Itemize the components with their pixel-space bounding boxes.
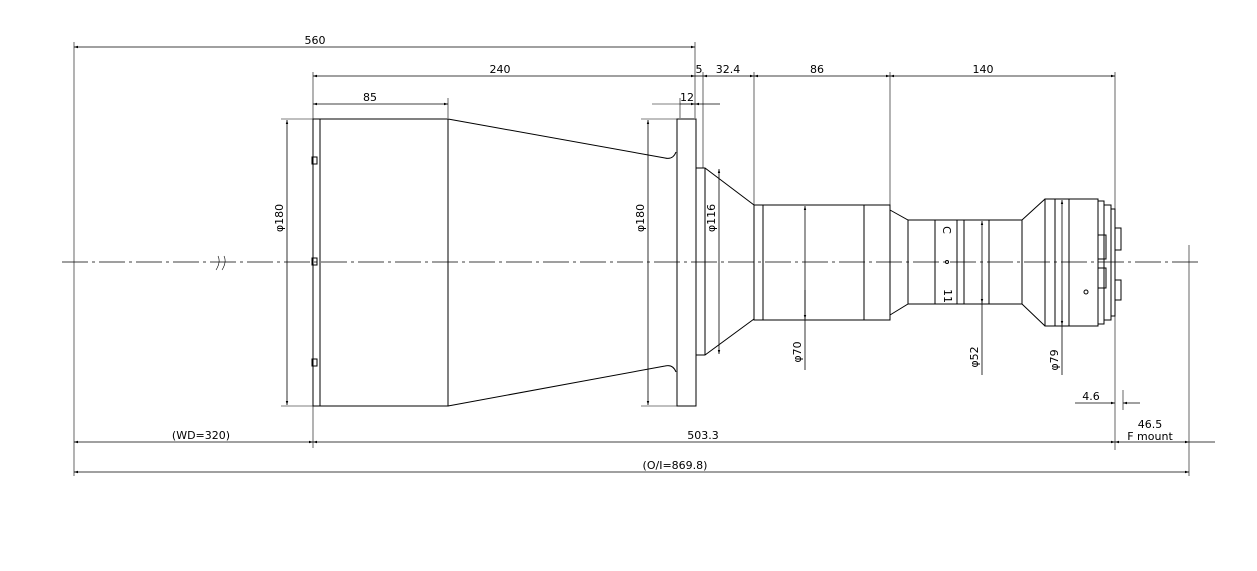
label-neck-length: 32.4 — [716, 63, 741, 76]
front-cone-bottom — [447, 365, 677, 407]
dimension-labels: 560 240 85 12 5 32.4 86 140 φ180 φ180 φ1… — [172, 34, 1174, 472]
axis-break-mark — [215, 255, 226, 271]
ring-mark-upper: C — [940, 226, 953, 234]
front-barrel — [312, 118, 449, 407]
rear-barrel — [1044, 198, 1099, 327]
label-cone-diameter: φ116 — [705, 204, 718, 232]
label-rear-section: 140 — [973, 63, 994, 76]
dimension-lines — [74, 45, 1215, 474]
label-front-group: 240 — [490, 63, 511, 76]
label-flange-gap: 5 — [696, 63, 703, 76]
label-flange-diameter: φ180 — [634, 204, 647, 232]
label-focus-diameter: φ52 — [968, 346, 981, 367]
label-middle-barrel: 86 — [810, 63, 824, 76]
label-lens-length: 503.3 — [687, 429, 719, 442]
label-flange-focal: 46.5 — [1138, 418, 1163, 431]
front-cone-top — [447, 118, 677, 159]
mounting-flange — [676, 118, 697, 407]
middle-barrel — [753, 204, 891, 321]
lens-body-outline: C 11 — [311, 118, 1122, 407]
label-mount-offset: 4.6 — [1082, 390, 1100, 403]
ring-mark-lower: 11 — [941, 289, 954, 303]
label-working-distance: (WD=320) — [172, 429, 230, 442]
label-front-diameter: φ180 — [273, 204, 286, 232]
label-flange-thickness: 12 — [680, 91, 694, 104]
label-front-barrel: 85 — [363, 91, 377, 104]
label-object-to-image: (O/I=869.8) — [643, 459, 708, 472]
label-mount-type: F mount — [1127, 430, 1173, 443]
label-middle-diameter: φ70 — [791, 341, 804, 362]
label-rear-diameter: φ79 — [1048, 349, 1061, 370]
label-total-length: 560 — [305, 34, 326, 47]
f-mount-ring — [1097, 200, 1105, 325]
focus-ring — [934, 219, 1023, 305]
